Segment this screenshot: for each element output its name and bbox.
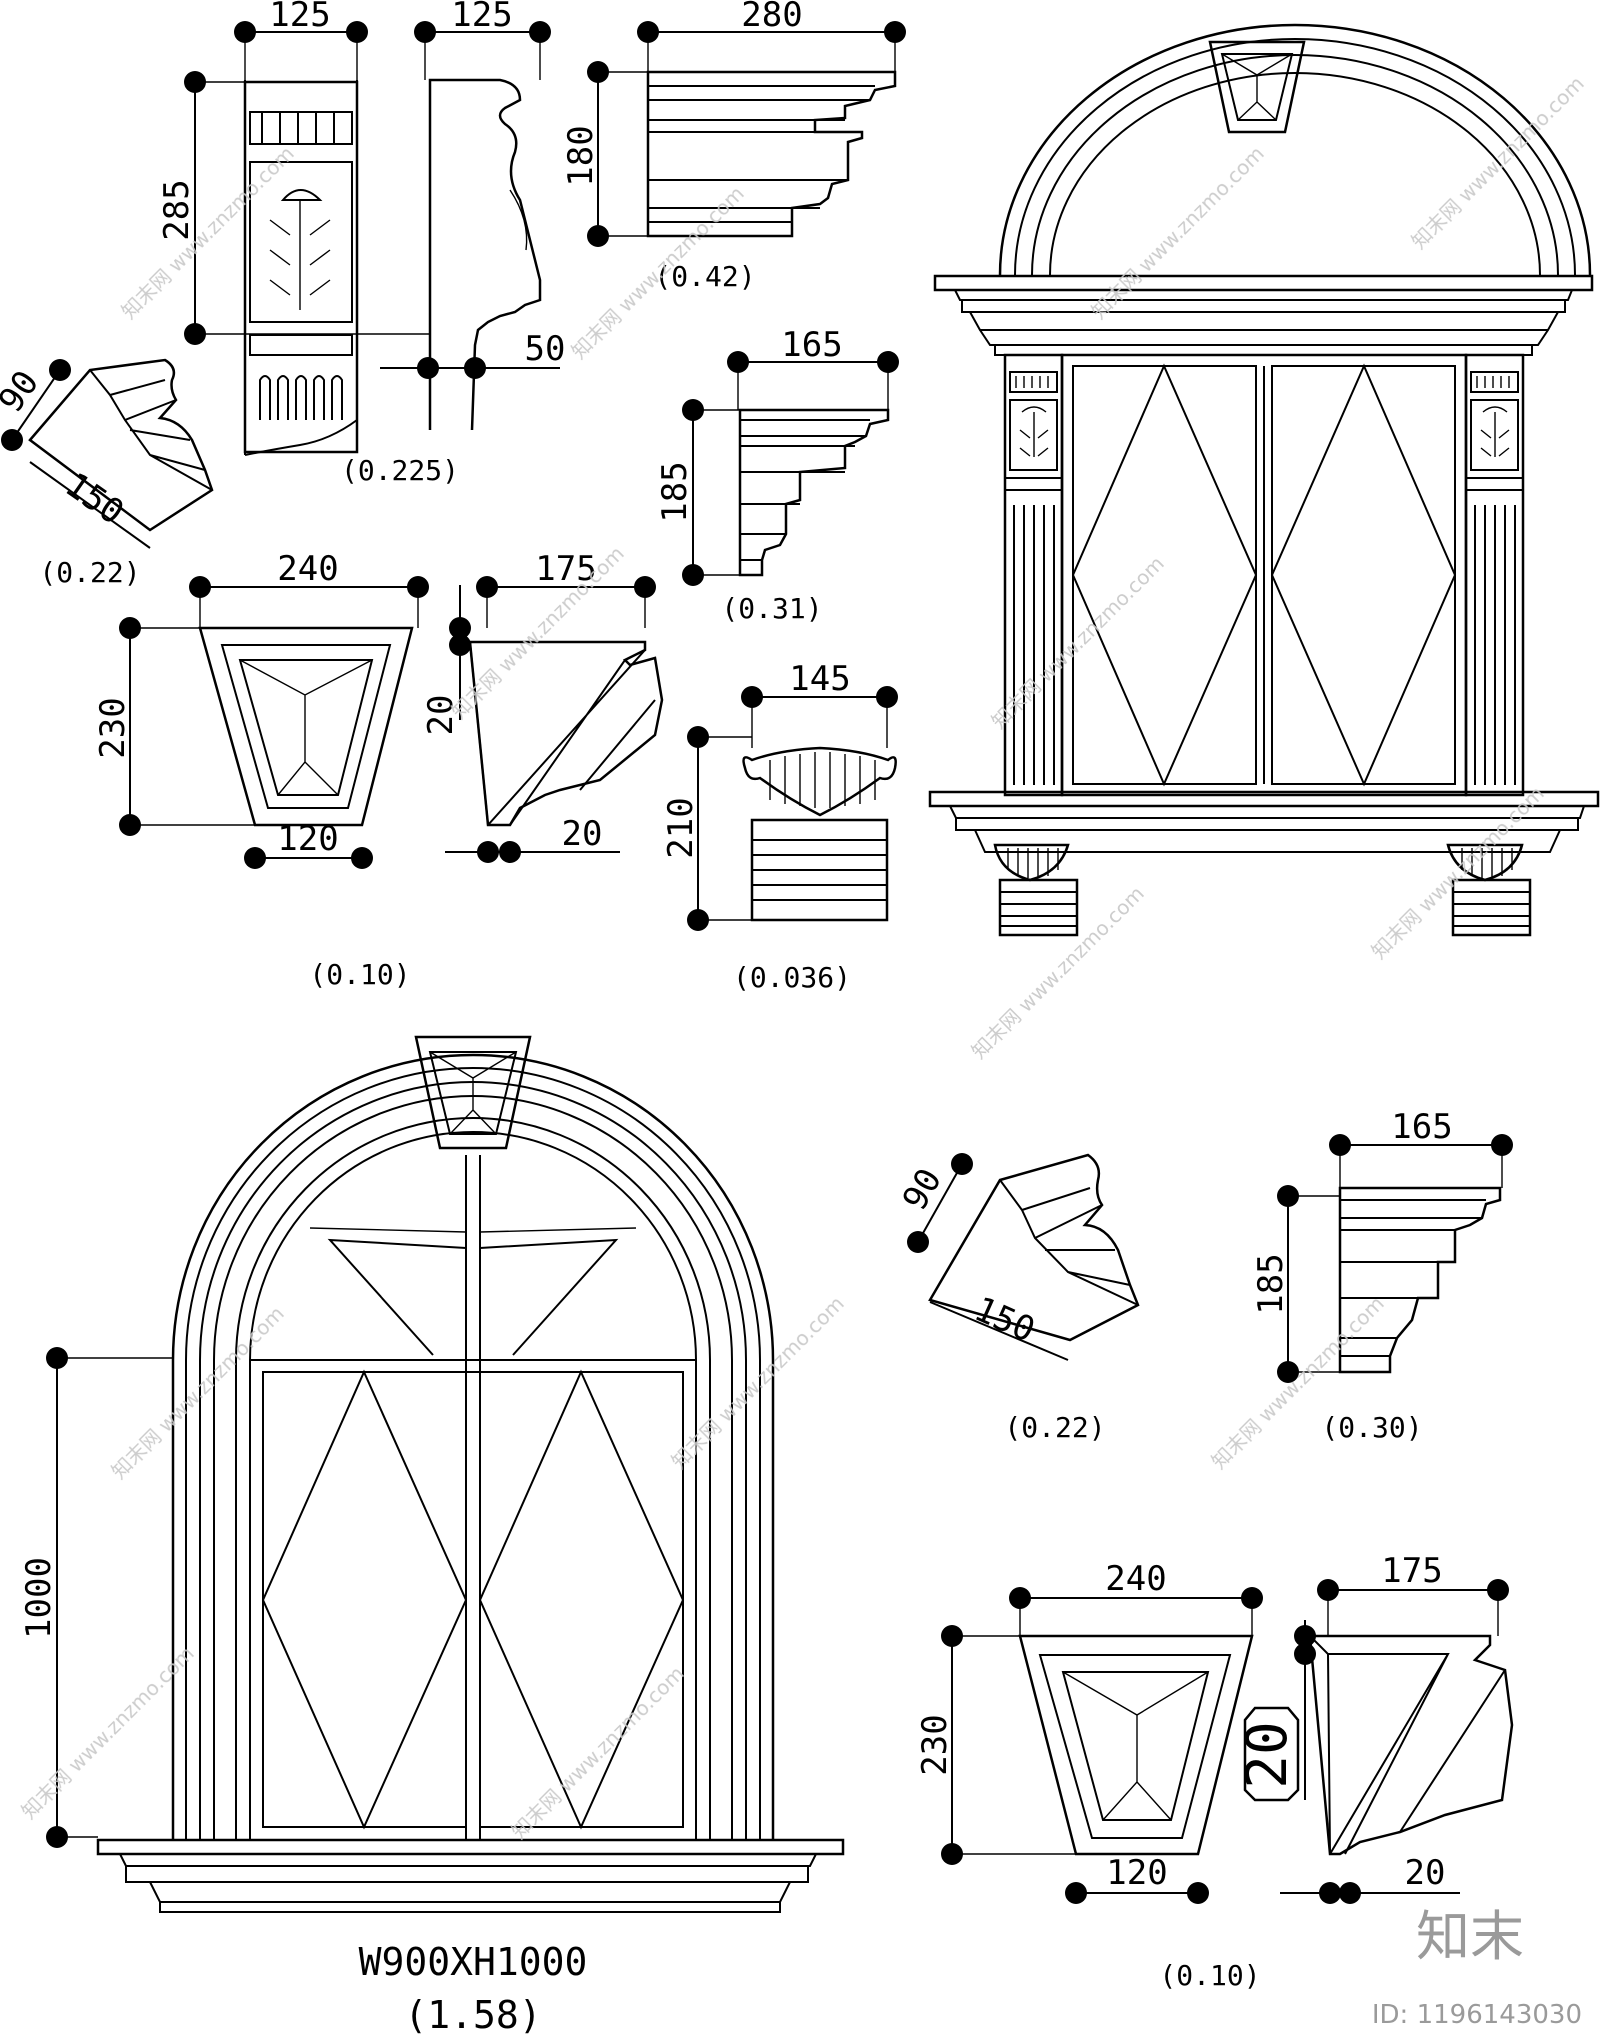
keystone-b-bottom-label: 120 xyxy=(1106,1853,1167,1893)
left-sash xyxy=(1071,363,1258,787)
watermark-logo: 知末 xyxy=(1416,1905,1524,1968)
sill-corbel-right xyxy=(1446,843,1532,937)
bracket-caption: (0.225) xyxy=(341,454,459,487)
keystone-b-dimensions: 240 175 230 120 20 20 xyxy=(915,1551,1509,1904)
bracket-width-side-label: 125 xyxy=(451,0,512,35)
watermark-site-name: 知末网 xyxy=(1367,904,1426,963)
cornice-caption: (0.42) xyxy=(654,260,755,293)
keystone-b-side-top-label: 175 xyxy=(1381,1551,1442,1591)
corner-b-caption: (0.22) xyxy=(1004,1411,1105,1444)
right-sash xyxy=(1270,363,1457,787)
keystone-b-top-label: 240 xyxy=(1105,1559,1166,1599)
round-arch-window-dimensions: 1000 xyxy=(19,1347,173,1848)
corbel-caption: (0.036) xyxy=(733,961,851,994)
molding-a-height-label: 185 xyxy=(655,461,695,522)
right-pilaster xyxy=(1464,353,1525,797)
corner-a-caption: (0.22) xyxy=(39,556,140,589)
drawing-id: ID: 1196143030 xyxy=(1372,2000,1582,2030)
cornice-width-label: 280 xyxy=(741,0,802,35)
watermark-site-name: 知末网 xyxy=(1207,1414,1266,1473)
bracket-balusters xyxy=(249,111,353,145)
window-area-label: (1.58) xyxy=(404,1993,541,2037)
keystone-b-caption: (0.10) xyxy=(1159,1959,1260,1992)
watermark-site-url: www.znzmo.com xyxy=(1413,781,1549,917)
keystone-a-drawing: 240 175 230 120 20 20 (0.10) xyxy=(93,549,664,991)
keystone-a-top-label: 240 xyxy=(277,549,338,589)
window-size-label: W900XH1000 xyxy=(359,1940,588,1984)
watermark-site-url: www.znzmo.com xyxy=(1013,881,1149,1017)
corbel-drawing: 145 210 (0.036) xyxy=(661,659,898,994)
bracket-foot-label: 50 xyxy=(525,329,566,369)
corner-b-depth-label: 90 xyxy=(895,1162,950,1217)
keystone-a-lip-label: 20 xyxy=(562,814,603,854)
molding-b-caption: (0.30) xyxy=(1321,1411,1422,1444)
molding-a-dimensions: 165 185 xyxy=(655,325,899,586)
molding-b-width-label: 165 xyxy=(1391,1107,1452,1147)
keystone-a-bottom-label: 120 xyxy=(277,819,338,859)
watermark-site-url: www.znzmo.com xyxy=(613,181,749,317)
keystone-b-drawing: 240 175 230 120 20 20 (0.10) xyxy=(915,1551,1514,1992)
watermark-site-url: www.znzmo.com xyxy=(1133,141,1269,277)
arch-keystone xyxy=(1208,40,1306,134)
molding-b-dimensions: 165 185 xyxy=(1251,1107,1513,1383)
left-pilaster xyxy=(1003,353,1064,797)
keystone-a-side-top-label: 175 xyxy=(535,549,596,589)
watermark-site-name: 知末网 xyxy=(117,264,176,323)
watermark-site-url: www.znzmo.com xyxy=(713,1291,849,1427)
bracket-drawing: 125 125 285 50 (0.225) xyxy=(157,0,565,487)
molding-a-caption: (0.31) xyxy=(721,592,822,625)
watermark-site-name: 知末网 xyxy=(507,1784,566,1843)
watermark-site-url: www.znzmo.com xyxy=(1453,71,1589,207)
watermark-site-name: 知末网 xyxy=(1087,264,1146,323)
watermark-site-name: 知末网 xyxy=(107,1424,166,1483)
watermark-site-url: www.znzmo.com xyxy=(553,1661,689,1797)
keystone-a-caption: (0.10) xyxy=(309,958,410,991)
corner-molding-a-drawing: 90 150 (0.22) xyxy=(0,358,214,589)
bracket-dimensions: 125 125 285 50 xyxy=(157,0,565,379)
molding-b-drawing: 165 185 (0.30) xyxy=(1251,1107,1513,1444)
cornice-drawing: 280 180 (0.42) xyxy=(561,0,906,293)
sill-corbel-left xyxy=(993,843,1079,937)
arch-window-height-label: 1000 xyxy=(19,1557,59,1639)
corbel-dimensions: 145 210 xyxy=(661,659,898,931)
round-arch-window-elevation: 1000 W900XH1000 (1.58) xyxy=(19,1035,845,2037)
keystone-a-offset-label: 20 xyxy=(421,695,461,736)
arched-window-elevation xyxy=(928,23,1600,937)
corner-b-length-label: 150 xyxy=(968,1289,1040,1351)
keystone-b-height-label: 230 xyxy=(915,1714,955,1775)
keystone-b-lip-label: 20 xyxy=(1405,1853,1446,1893)
corner-a-depth-label: 90 xyxy=(0,363,47,419)
cornice-dimensions: 280 180 xyxy=(561,0,906,247)
cornice-height-label: 180 xyxy=(561,125,601,186)
bracket-width-front-label: 125 xyxy=(269,0,330,35)
corbel-width-label: 145 xyxy=(789,659,850,699)
watermark-site-url: www.znzmo.com xyxy=(63,1641,199,1777)
keystone-a-height-label: 230 xyxy=(93,697,133,758)
watermark-site-name: 知末网 xyxy=(987,674,1046,733)
keystone-a-dimensions: 240 175 230 120 20 20 xyxy=(93,549,656,869)
corner-molding-b-drawing: 90 150 (0.22) xyxy=(895,1153,1140,1444)
watermark-site-name: 知末网 xyxy=(17,1764,76,1823)
round-arch-keystone xyxy=(414,1035,532,1150)
molding-a-drawing: 165 185 (0.31) xyxy=(655,325,899,625)
corner-b-dimensions: 90 150 xyxy=(895,1153,1069,1361)
keystone-b-offset-label: 20 xyxy=(1235,1721,1300,1788)
corbel-height-label: 210 xyxy=(661,797,701,858)
corner-a-length-label: 150 xyxy=(58,465,131,533)
watermark-site-name: 知末网 xyxy=(967,1004,1026,1063)
bracket-height-label: 285 xyxy=(157,179,197,240)
watermark-site-name: 知末网 xyxy=(567,304,626,363)
watermark-site-name: 知末网 xyxy=(1407,194,1466,253)
molding-a-width-label: 165 xyxy=(781,325,842,365)
molding-b-height-label: 185 xyxy=(1251,1253,1291,1314)
